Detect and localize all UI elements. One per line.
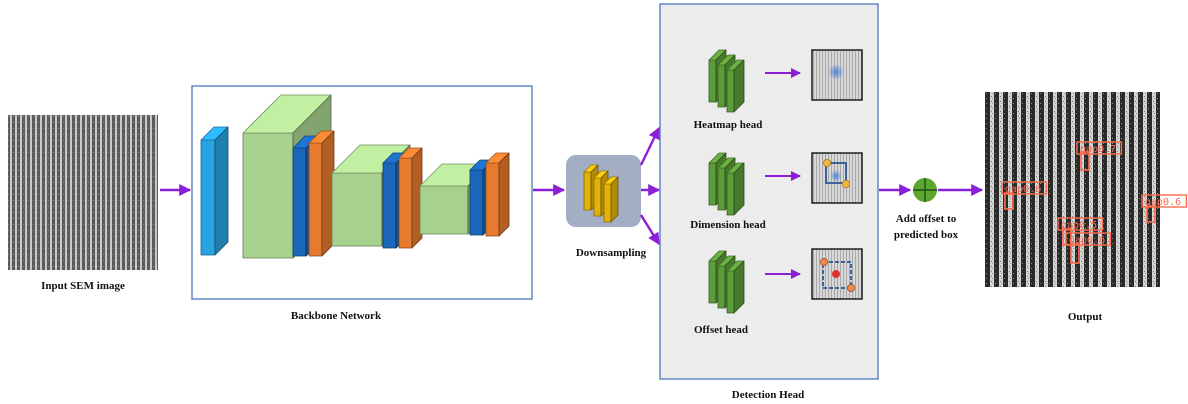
detection-label: gap0.6 bbox=[1005, 184, 1041, 195]
detection-label: gap0.6 bbox=[1145, 197, 1181, 208]
downsampling-layers bbox=[583, 164, 619, 223]
dimension-corner-top-left bbox=[823, 158, 832, 167]
backbone-layers bbox=[200, 94, 510, 259]
detection-head-label: Detection Head bbox=[732, 389, 804, 401]
detection-box bbox=[1146, 205, 1156, 223]
dimension-head-layer-3 bbox=[726, 162, 745, 216]
detection-label-box bbox=[1076, 141, 1123, 155]
detection-label: gap0.5 bbox=[1061, 220, 1097, 231]
detection-label-box bbox=[1141, 194, 1188, 208]
output-detections: gap0.7 gap0.6 gap0.6 gap0.5 gap0.6 bbox=[1001, 141, 1188, 264]
detection-label-box bbox=[1057, 217, 1104, 231]
offset-output-map bbox=[811, 248, 863, 300]
arrow-to-heatmap-head bbox=[639, 126, 661, 166]
heatmap-output-map bbox=[811, 49, 863, 101]
detection-label: gap0.7 bbox=[1080, 144, 1116, 155]
add-offset-label-line1: Add offset to bbox=[896, 213, 957, 225]
backbone-block2-act bbox=[398, 147, 423, 249]
offset-head-layer-3 bbox=[726, 260, 745, 314]
downsampling-sheet-3 bbox=[603, 176, 619, 223]
detection-box bbox=[1080, 151, 1090, 171]
heatmap-head-layer-3 bbox=[726, 59, 745, 113]
detection-label: gap0.6 bbox=[1069, 235, 1105, 246]
offset-corner-top-left bbox=[820, 257, 829, 266]
dimension-corner-bottom-right bbox=[842, 179, 851, 188]
detection-box bbox=[1004, 192, 1014, 210]
detection-label-box bbox=[1065, 232, 1112, 246]
detection-label-box bbox=[1001, 181, 1048, 195]
dimension-head-label: Dimension head bbox=[690, 219, 766, 231]
input-label: Input SEM image bbox=[41, 280, 125, 292]
detection-box bbox=[1070, 243, 1080, 264]
input-sem-image bbox=[8, 115, 158, 270]
offset-corner-bottom-right bbox=[847, 283, 856, 292]
backbone-layer-input bbox=[200, 126, 229, 256]
backbone-block1-act bbox=[308, 130, 335, 257]
add-offset-circle bbox=[913, 178, 937, 202]
offset-head-label: Offset head bbox=[694, 324, 748, 336]
arrow-to-offset-head bbox=[639, 214, 661, 246]
head-stacks bbox=[708, 49, 745, 314]
backbone-block3-act bbox=[485, 152, 510, 237]
output-label: Output bbox=[1068, 311, 1103, 323]
backbone-label: Backbone Network bbox=[291, 310, 382, 322]
heatmap-head-label: Heatmap head bbox=[694, 119, 763, 131]
downsampling-label: Downsampling bbox=[576, 247, 647, 259]
offset-center-point bbox=[832, 270, 840, 278]
output-image bbox=[985, 92, 1160, 287]
add-offset-label-line2: predicted box bbox=[894, 229, 959, 241]
dimension-output-map bbox=[811, 152, 863, 204]
